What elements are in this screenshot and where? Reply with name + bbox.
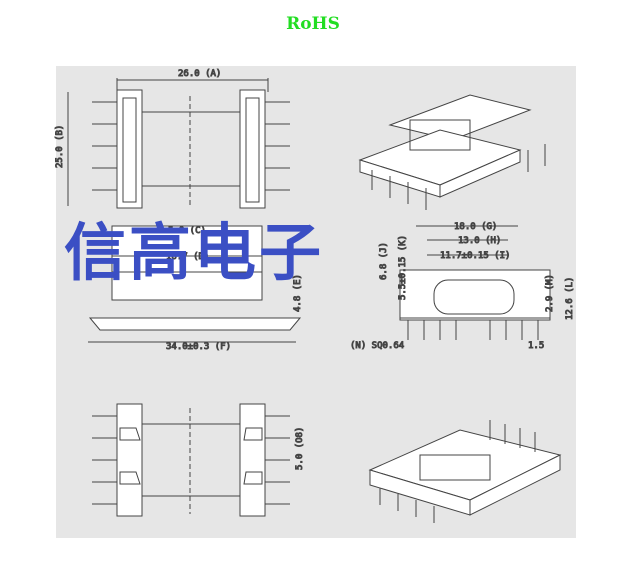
dim-offset-c: 5.0 (C) <box>168 226 206 236</box>
rohs-label: RoHS <box>286 14 340 34</box>
bottom-view: 5.0 (O8) <box>92 403 306 517</box>
watermark-text: 信高电子 <box>64 216 325 289</box>
iso-view-bottom <box>368 420 562 523</box>
iso-view-top <box>358 94 546 210</box>
dim-total-width: 34.0±0.3 (F) <box>166 342 231 352</box>
dim-pitch-o: 5.0 (O8) <box>295 427 305 470</box>
side-view: 34.0±0.3 (F) 5.0 (C) 16.7 (D) 4.8 (E) <box>88 225 304 353</box>
top-view: 26.0 (A) 25.0 (B) <box>55 69 290 209</box>
dim-height-j: 6.8 (J) <box>379 242 389 280</box>
dim-pin-note: (N) SQ0.64 <box>350 341 404 351</box>
dim-offset-d: 16.7 (D) <box>166 252 209 262</box>
dim-right-i: 11.7±0.15 (I) <box>440 251 510 261</box>
dim-height-left: 25.0 (B) <box>55 125 65 168</box>
dim-right-height: 13.0 (H) <box>458 236 501 246</box>
dim-inner-k: 5.5±0.15 (K) <box>398 235 408 300</box>
dim-right-width: 18.0 (G) <box>454 222 497 232</box>
dim-pin-pitch: 1.5 <box>528 341 544 351</box>
dim-lead-height: 4.8 (E) <box>293 274 303 312</box>
dim-bottom-m: 2.9 (M) <box>545 274 555 312</box>
dim-total-l: 12.6 (L) <box>565 277 575 320</box>
front-view: 18.0 (G) 13.0 (H) 11.7±0.15 (I) 6.8 (J) … <box>350 222 576 352</box>
dim-width-top: 26.0 (A) <box>178 69 221 79</box>
